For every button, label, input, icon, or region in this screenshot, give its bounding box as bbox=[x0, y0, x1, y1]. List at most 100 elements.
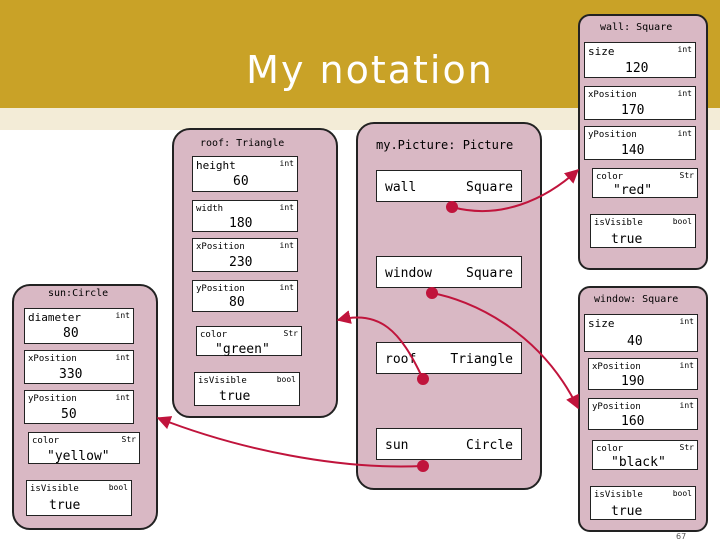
roof-field-height: height int 60 bbox=[192, 156, 298, 192]
roof-field-yposition: yPosition int 80 bbox=[192, 280, 298, 312]
field-name: width bbox=[196, 204, 224, 214]
arrow-window bbox=[426, 287, 579, 410]
arrow-roof bbox=[336, 310, 429, 385]
field-name: xPosition bbox=[196, 242, 245, 252]
field-value: 80 bbox=[63, 326, 79, 341]
window-field-size: size int 40 bbox=[584, 314, 698, 352]
field-value: 160 bbox=[621, 414, 645, 429]
field-type: int bbox=[677, 129, 692, 138]
field-value: 230 bbox=[229, 255, 253, 270]
field-value: true bbox=[611, 232, 643, 247]
sun-field-color: color Str "yellow" bbox=[28, 432, 140, 464]
field-name: color bbox=[200, 330, 228, 340]
field-type: Str bbox=[679, 443, 694, 452]
field-value: 170 bbox=[621, 103, 645, 118]
field-name: isVisible bbox=[594, 490, 643, 500]
field-type: int bbox=[115, 353, 130, 362]
field-name: isVisible bbox=[594, 218, 643, 228]
field-value: 50 bbox=[61, 407, 77, 422]
window-field-xposition: xPosition int 190 bbox=[588, 358, 698, 390]
window-field-yposition: yPosition int 160 bbox=[588, 398, 698, 430]
field-type: int bbox=[115, 311, 130, 320]
arrow-sun bbox=[156, 416, 429, 472]
field-type: int bbox=[115, 393, 130, 402]
wall-field-yposition: yPosition int 140 bbox=[584, 126, 696, 160]
field-name: color bbox=[596, 172, 624, 182]
field-value: true bbox=[219, 389, 251, 404]
field-type: Circle bbox=[466, 438, 513, 453]
roof-field-width: width int 180 bbox=[192, 200, 298, 232]
field-value: 60 bbox=[233, 174, 249, 189]
field-name: isVisible bbox=[198, 376, 247, 386]
arrow-wall-line bbox=[451, 169, 580, 212]
field-name: wall bbox=[385, 180, 417, 195]
sun-field-isvisible: isVisible bool true bbox=[26, 480, 132, 516]
wall-field-xposition: xPosition int 170 bbox=[584, 86, 696, 120]
field-type: Str bbox=[679, 171, 694, 180]
field-type: int bbox=[279, 283, 294, 292]
picture-field-window: window Square bbox=[376, 256, 522, 288]
field-value: 140 bbox=[621, 143, 645, 158]
field-value: true bbox=[611, 504, 643, 519]
field-type: Str bbox=[121, 435, 136, 444]
field-name: xPosition bbox=[28, 354, 77, 364]
field-type: bool bbox=[672, 217, 692, 226]
field-name: xPosition bbox=[588, 90, 637, 100]
field-value: 120 bbox=[625, 61, 649, 76]
field-type: int bbox=[279, 203, 294, 212]
field-type: Square bbox=[466, 180, 513, 195]
picture-field-sun: sun Circle bbox=[376, 428, 522, 460]
field-value: true bbox=[49, 498, 81, 513]
arrow-window-line bbox=[431, 292, 579, 410]
window-header: window: Square bbox=[594, 294, 679, 305]
field-value: 330 bbox=[59, 367, 83, 382]
field-type: Square bbox=[466, 266, 513, 281]
field-type: bool bbox=[108, 483, 128, 492]
field-type: Triangle bbox=[450, 352, 513, 367]
wall-field-color: color Str "red" bbox=[592, 168, 698, 198]
field-type: bool bbox=[276, 375, 296, 384]
field-value: 190 bbox=[621, 374, 645, 389]
arrow-wall bbox=[446, 169, 580, 213]
wall-field-size: size int 120 bbox=[584, 42, 696, 78]
field-name: size bbox=[588, 45, 615, 58]
field-value: 180 bbox=[229, 216, 253, 231]
arrow-sun-line bbox=[156, 416, 424, 468]
roof-field-xposition: xPosition int 230 bbox=[192, 238, 298, 272]
field-name: sun bbox=[385, 438, 409, 453]
window-field-color: color Str "black" bbox=[592, 440, 698, 470]
sun-field-xposition: xPosition int 330 bbox=[24, 350, 134, 384]
field-name: color bbox=[596, 444, 624, 454]
field-name: yPosition bbox=[196, 284, 245, 294]
field-value: "green" bbox=[215, 342, 270, 357]
sun-field-yposition: yPosition int 50 bbox=[24, 390, 134, 424]
field-name: height bbox=[196, 159, 236, 172]
sun-header: sun:Circle bbox=[48, 288, 109, 299]
field-type: int bbox=[677, 45, 692, 54]
arrow-roof-line bbox=[336, 310, 424, 380]
field-name: size bbox=[588, 317, 615, 330]
field-type: int bbox=[679, 317, 694, 326]
wall-field-isvisible: isVisible bool true bbox=[590, 214, 696, 248]
field-type: int bbox=[279, 159, 294, 168]
picture-header: my.Picture: Picture bbox=[376, 138, 514, 152]
roof-field-color: color Str "green" bbox=[196, 326, 302, 357]
window-field-isvisible: isVisible bool true bbox=[590, 486, 696, 520]
field-name: xPosition bbox=[592, 362, 641, 372]
field-name: color bbox=[32, 436, 60, 446]
wall-header: wall: Square bbox=[600, 22, 673, 33]
field-type: int bbox=[279, 241, 294, 250]
field-type: Str bbox=[283, 329, 298, 338]
field-name: diameter bbox=[28, 311, 81, 324]
field-name: yPosition bbox=[28, 394, 77, 404]
field-type: int bbox=[677, 89, 692, 98]
field-type: bool bbox=[672, 489, 692, 498]
field-type: int bbox=[679, 401, 694, 410]
sun-field-diameter: diameter int 80 bbox=[24, 308, 134, 344]
field-name: yPosition bbox=[588, 130, 637, 140]
banner-band bbox=[0, 108, 720, 130]
roof-header: roof: Triangle bbox=[200, 138, 285, 149]
picture-field-roof: roof Triangle bbox=[376, 342, 522, 374]
field-name: window bbox=[385, 266, 432, 281]
